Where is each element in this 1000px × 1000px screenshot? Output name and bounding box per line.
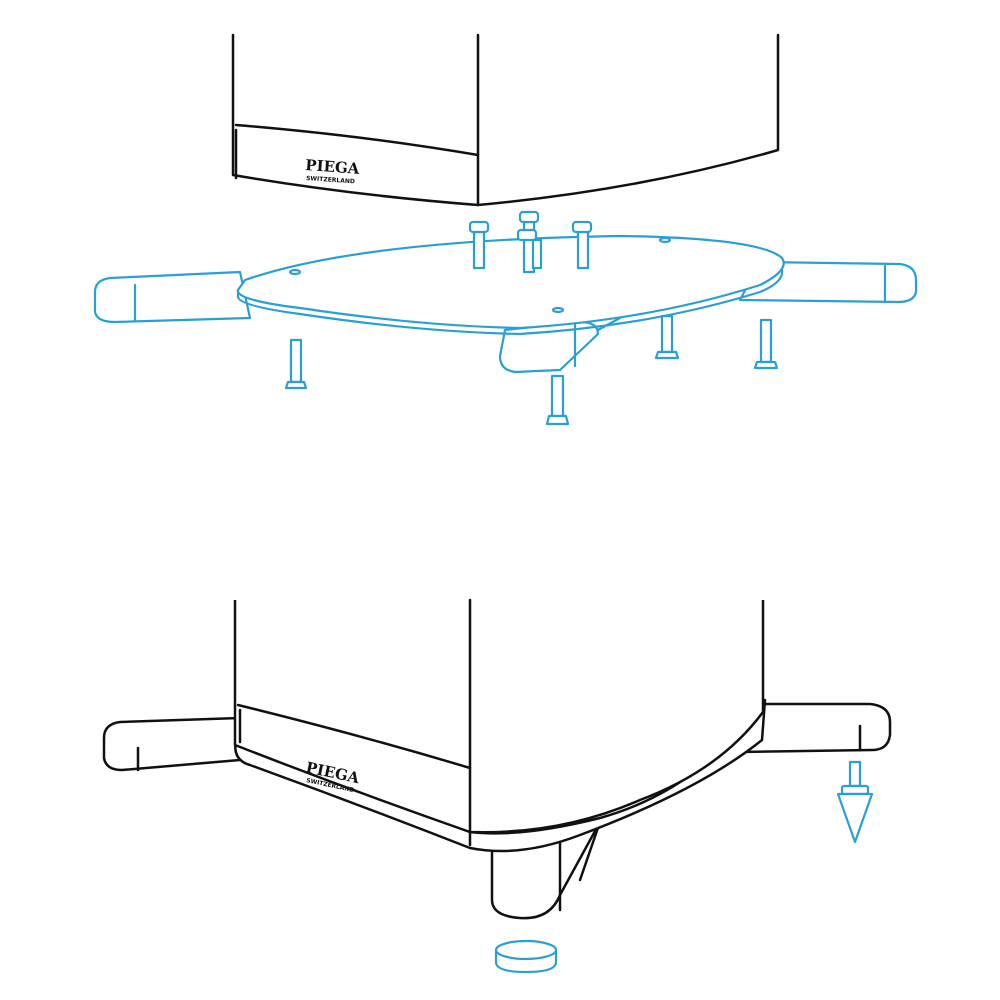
brand-tagline: SWITZERLAND — [306, 175, 355, 185]
screw-icon — [468, 210, 593, 274]
spike-icon — [836, 760, 874, 844]
floor-protector-icon — [494, 939, 558, 974]
brand-logo: PIEGA — [305, 156, 361, 178]
step-1-speaker: PIEGA SWITZERLAND — [231, 33, 780, 207]
step-1-base-plate — [93, 210, 918, 426]
screw-icon — [284, 314, 779, 426]
step-2-speaker: PIEGA SWITZERLAND — [102, 598, 892, 920]
